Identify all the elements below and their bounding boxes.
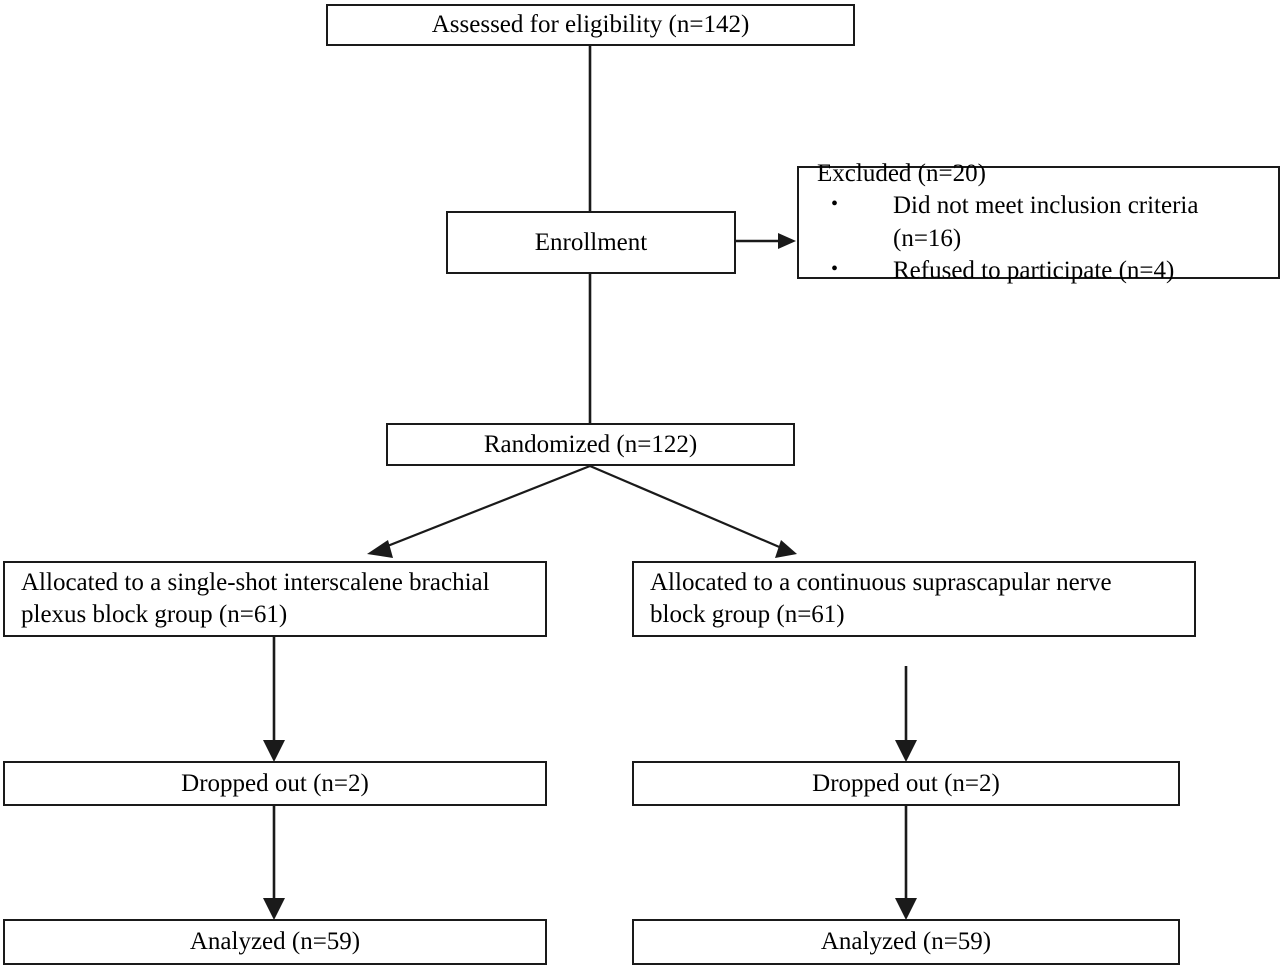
node-allocated-right-label: Allocated to a continuous suprascapular … <box>650 569 1112 628</box>
excluded-reason-label: Refused to participate (n=4) <box>893 257 1175 284</box>
node-assessed-for-eligibility: Assessed for eligibility (n=142) <box>326 4 855 46</box>
node-randomized: Randomized (n=122) <box>386 423 795 466</box>
connector-randomized-to-allocated-right <box>589 464 785 551</box>
arrowhead-allocated-right <box>775 540 797 558</box>
node-dropped-out-right: Dropped out (n=2) <box>632 761 1180 806</box>
node-analyzed-left-label: Analyzed (n=59) <box>189 928 361 955</box>
node-allocated-right: Allocated to a continuous suprascapular … <box>632 561 1196 637</box>
node-assessed-label: Assessed for eligibility (n=142) <box>431 11 750 38</box>
node-allocated-left-label: Allocated to a single-shot interscalene … <box>21 569 490 628</box>
arrowhead-allocated-left <box>367 540 393 558</box>
arrowhead-dropped-right <box>895 740 917 762</box>
node-dropped-out-right-label: Dropped out (n=2) <box>812 769 1000 797</box>
node-dropped-out-left-label: Dropped out (n=2) <box>181 769 369 797</box>
node-allocated-left: Allocated to a single-shot interscalene … <box>3 561 547 637</box>
arrowhead-excluded <box>778 233 796 249</box>
node-dropped-out-left: Dropped out (n=2) <box>3 761 547 806</box>
excluded-reason-label: Did not meet inclusion criteria (n=16) <box>893 192 1199 252</box>
excluded-reason-item: • Refused to participate (n=4) <box>817 255 1272 288</box>
bullet-icon: • <box>831 193 839 215</box>
node-excluded: Excluded (n=20) • Did not meet inclusion… <box>797 160 1280 284</box>
excluded-reason-list: • Did not meet inclusion criteria (n=16)… <box>817 190 1272 288</box>
excluded-reason-item: • Did not meet inclusion criteria (n=16) <box>817 190 1272 255</box>
node-enrollment-label: Enrollment <box>534 228 648 256</box>
connector-randomized-to-allocated-left <box>379 464 591 551</box>
arrowhead-analyzed-left <box>263 898 285 920</box>
arrowhead-analyzed-right <box>895 898 917 920</box>
node-analyzed-right: Analyzed (n=59) <box>632 919 1180 965</box>
excluded-content: Excluded (n=20) • Did not meet inclusion… <box>799 158 1278 288</box>
node-enrollment: Enrollment <box>446 211 736 274</box>
node-analyzed-right-label: Analyzed (n=59) <box>820 928 992 955</box>
node-randomized-label: Randomized (n=122) <box>483 430 698 458</box>
node-analyzed-left: Analyzed (n=59) <box>3 919 547 965</box>
bullet-icon: • <box>831 258 839 280</box>
excluded-heading: Excluded (n=20) <box>817 159 986 187</box>
arrowhead-dropped-left <box>263 740 285 762</box>
